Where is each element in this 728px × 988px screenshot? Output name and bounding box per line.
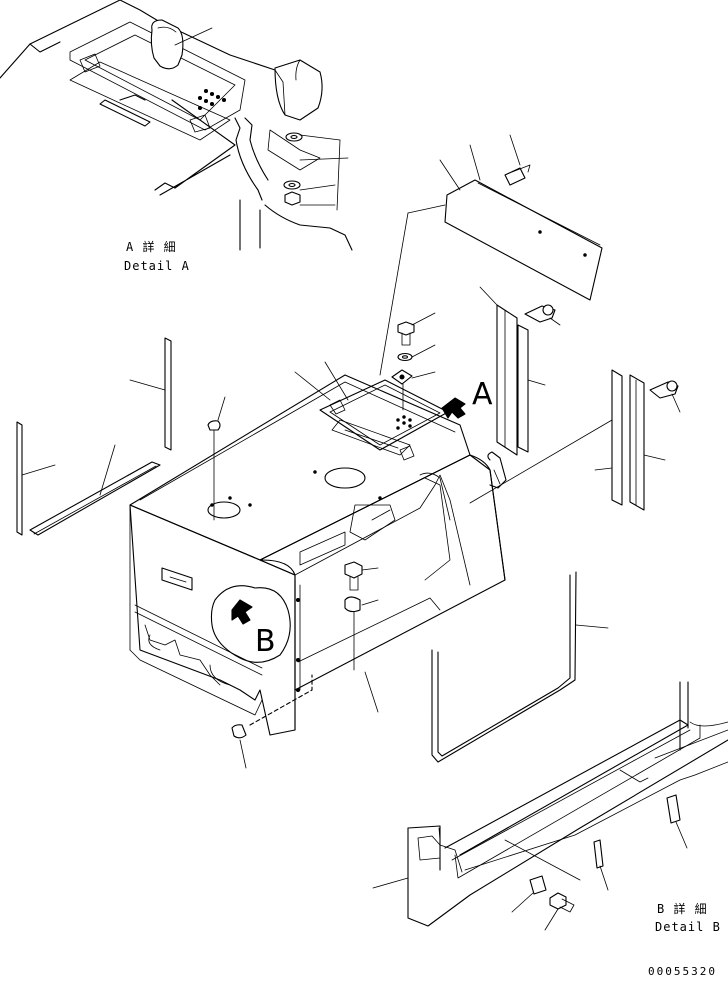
center-fasteners [231, 561, 379, 769]
arrow-a-marker [441, 397, 466, 419]
drawing-number: 00055320 [648, 965, 717, 978]
u-seal [431, 571, 609, 763]
detail-a-title-en: Detail A [124, 259, 190, 273]
detail-a-title-jp: A 詳 細 [126, 240, 177, 254]
view-marker-a: A [472, 377, 493, 412]
view-marker-b: B [255, 624, 276, 659]
detail-b-title-jp: B 詳 細 [657, 902, 708, 916]
detail-b-title-en: Detail B [655, 920, 721, 934]
left-side-trims [16, 337, 172, 536]
top-fasteners [207, 312, 436, 521]
detail-a-view [0, 0, 353, 251]
main-enclosure [129, 374, 507, 736]
top-cover-panel [379, 134, 603, 376]
detail-b-callout [210, 585, 291, 663]
right-side-trims [469, 286, 681, 511]
detail-b-view [372, 681, 728, 931]
